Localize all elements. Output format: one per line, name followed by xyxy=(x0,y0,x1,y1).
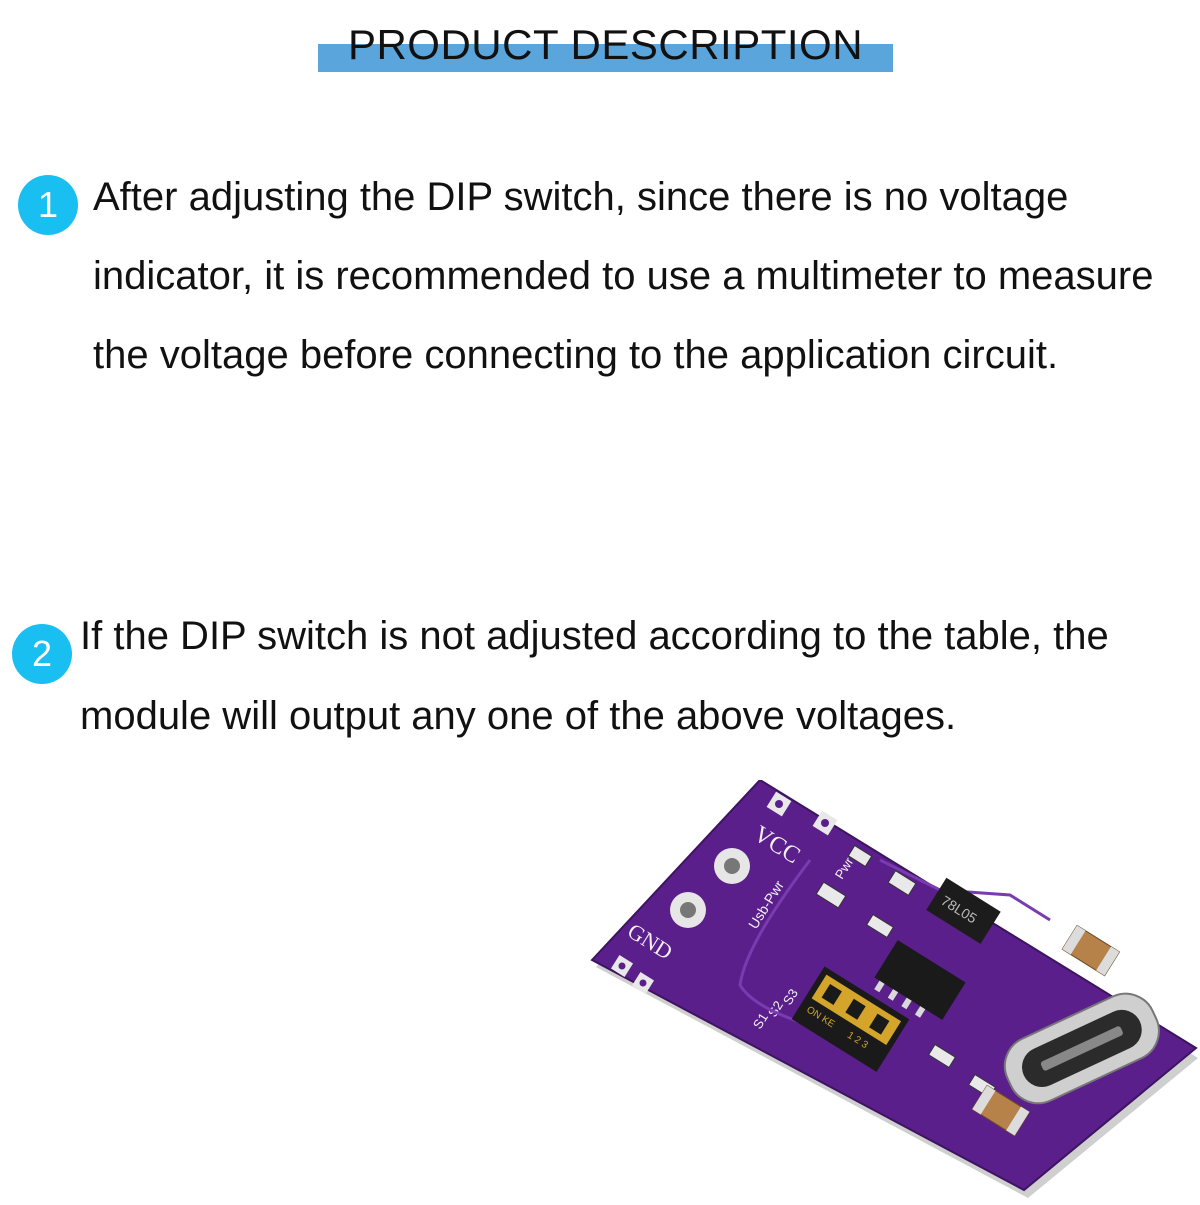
regulator-chip xyxy=(926,877,1001,944)
page-title: PRODUCT DESCRIPTION xyxy=(347,21,864,68)
pcb-module-image: VCC GND Usb-Pwr Pwr S1 S2 S3 78L05 xyxy=(590,778,1198,1198)
item-2-text: If the DIP switch is not adjusted accord… xyxy=(80,614,1109,738)
item-1-number-badge: 1 xyxy=(18,175,78,235)
item-2-number-badge: 2 xyxy=(12,624,72,684)
s1-label: S1 xyxy=(750,1010,771,1031)
item-1-text: After adjusting the DIP switch, since th… xyxy=(93,175,1154,377)
usb-c-connector xyxy=(1003,992,1160,1105)
ic-chip xyxy=(874,940,966,1020)
product-photo: VCC GND Usb-Pwr Pwr S1 S2 S3 78L05 xyxy=(580,778,1200,1200)
header-bar xyxy=(318,44,893,72)
s3-label: S3 xyxy=(780,986,801,1007)
